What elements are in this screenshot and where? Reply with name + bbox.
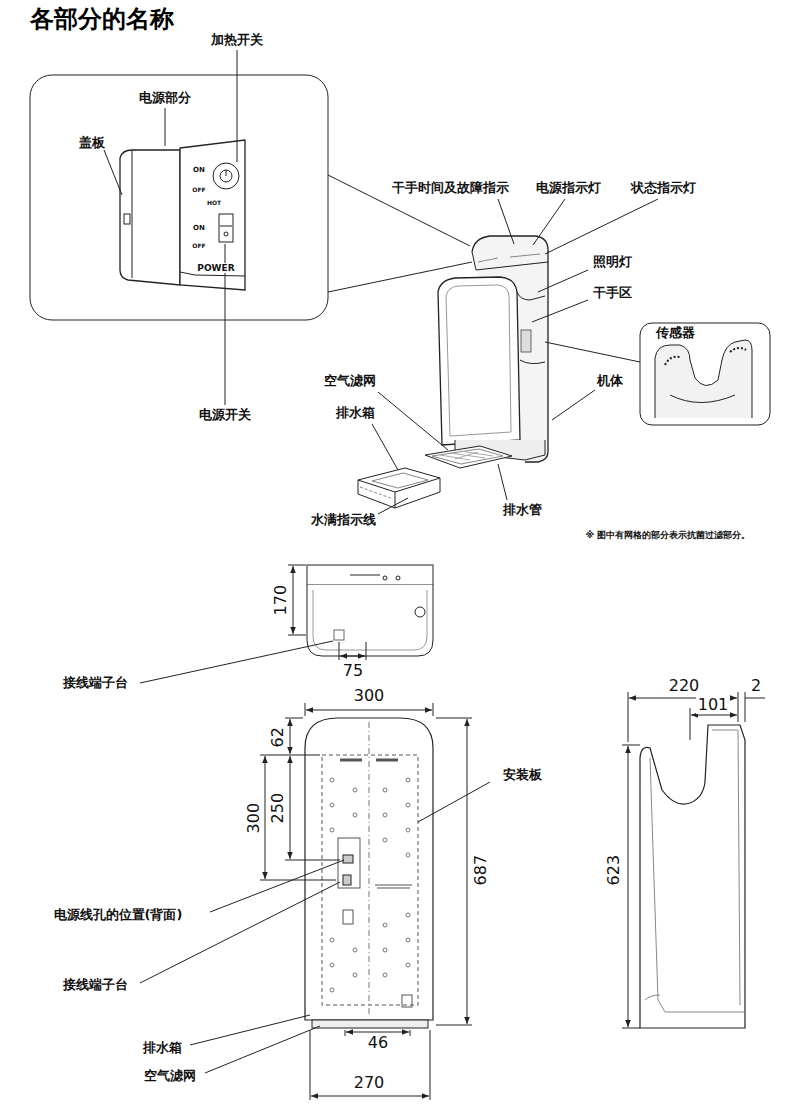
front-view	[305, 718, 433, 1020]
part-label: 机体	[595, 374, 625, 389]
dimension-value: 300	[352, 687, 387, 705]
part-label: 接线端子台	[61, 978, 130, 993]
part-label: 干手区	[591, 286, 634, 301]
front-panel	[438, 277, 520, 445]
part-label: ON	[192, 224, 206, 232]
part-label: HOT	[206, 200, 222, 207]
part-label: 照明灯	[591, 255, 634, 270]
part-label: 加热开关	[209, 33, 265, 48]
part-label: 排水箱	[141, 1041, 184, 1056]
part-label: 传感器	[654, 326, 697, 341]
part-label: 干手时间及故障指示	[390, 181, 511, 196]
dimension-value: 75	[341, 662, 365, 680]
dimension-value: 46	[366, 1034, 390, 1052]
page-title: 各部分的名称	[30, 6, 174, 34]
dimension-value: 170	[272, 583, 290, 618]
part-label: 空气滤网	[322, 374, 378, 389]
dimension-value: 623	[605, 853, 623, 888]
part-label: 电源指示灯	[534, 181, 603, 196]
part-label: 电源开关	[197, 408, 253, 423]
part-label: ON	[192, 166, 206, 174]
part-label: 盖板	[77, 136, 107, 151]
dimension-value: 687	[472, 853, 490, 888]
sensor-detail-frame	[640, 323, 770, 425]
part-label: OFF	[191, 187, 206, 194]
part-label: 排水管	[501, 503, 544, 518]
part-label: 接线端子台	[61, 676, 130, 691]
side-view	[640, 725, 745, 1028]
dimension-value: 101	[696, 696, 731, 714]
cover-plate	[120, 150, 180, 285]
part-label: 排水箱	[334, 406, 377, 421]
part-label: 电源线孔的位置(背面)	[52, 908, 185, 923]
dimension-value: 250	[269, 791, 287, 826]
part-label: 水满指示线	[309, 513, 378, 528]
dimension-value: 300	[245, 801, 263, 836]
part-label: 空气滤网	[142, 1069, 198, 1084]
dimension-value: 270	[352, 1074, 387, 1092]
part-label: 安装板	[501, 768, 544, 783]
power-panel	[180, 140, 245, 290]
part-label: POWER	[196, 263, 235, 273]
dimension-value: 62	[269, 725, 287, 749]
part-label: 电源部分	[137, 91, 193, 106]
detail-frame	[30, 75, 328, 320]
dimension-value: 2	[749, 677, 763, 695]
dimension-value: 220	[667, 677, 702, 695]
part-label: 状态指示灯	[629, 181, 698, 196]
part-label: ※ 图中有网格的部分表示抗菌过滤部分。	[585, 530, 752, 540]
part-label: OFF	[191, 243, 206, 250]
